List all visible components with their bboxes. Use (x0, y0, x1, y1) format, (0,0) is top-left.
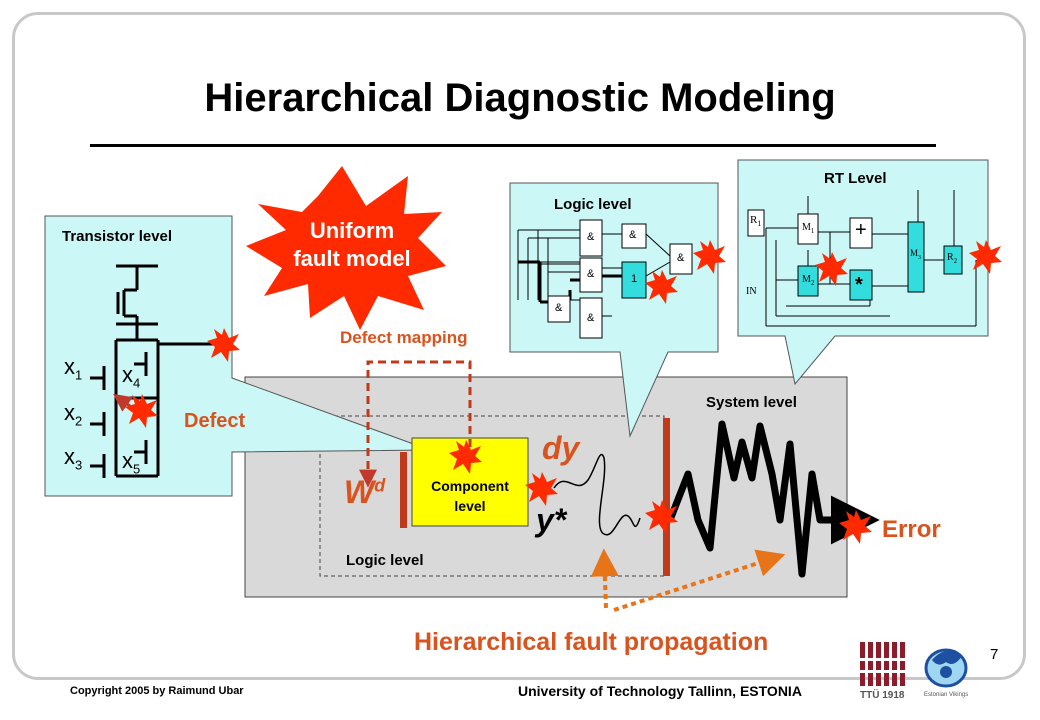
defect-label: Defect (184, 410, 246, 432)
rt-panel-title: RT Level (824, 170, 887, 187)
logo-caption-1: TTÜ 1918 (860, 690, 905, 701)
transistor-schematic (90, 264, 218, 478)
university-logo: TTÜ 1918 Estonian Vikings (858, 638, 974, 712)
gate-label-7: & (587, 312, 595, 324)
defect-mapping-arrow-left (359, 360, 472, 488)
rt-block-r1 (747, 209, 765, 237)
rt-block-multiplier (849, 269, 873, 301)
rt-block-r2 (943, 245, 963, 275)
logic-main-lines (518, 260, 622, 304)
transistor-panel (44, 215, 431, 497)
uniform-fault-label-1: Uniform (309, 218, 395, 243)
rt-label-m2: M2 (802, 274, 815, 287)
fault-burst-rt-mult (815, 252, 848, 286)
copyright-text: Copyright 2005 by Raimund Ubar (70, 685, 244, 697)
gate-label-5: & (677, 252, 685, 264)
rt-label-r2: R2 (947, 252, 958, 265)
logic-gate-5 (669, 243, 693, 275)
input-x2: x2 (64, 400, 83, 429)
fault-burst-error (839, 510, 872, 544)
gate-label-6: & (555, 302, 563, 314)
gate-label-2: & (629, 229, 637, 241)
rt-block-adder (849, 217, 873, 249)
component-label-1: Component (431, 478, 509, 494)
rt-block-m1 (797, 213, 819, 245)
logic-gate-or (621, 261, 647, 299)
component-label-2: level (454, 498, 486, 514)
input-x5: x5 (122, 448, 141, 477)
title-underline (90, 144, 936, 147)
fault-burst-transistor (207, 328, 240, 362)
fault-burst-logic-or (645, 270, 678, 304)
input-x3: x3 (64, 444, 83, 473)
defect-mapping-label: Defect mapping (340, 328, 468, 347)
fault-burst-logic-out (693, 240, 726, 274)
fault-burst-system-bar (645, 500, 678, 534)
logic-gate-1 (579, 219, 603, 257)
fault-burst-rt-out (969, 240, 1002, 274)
wd-label: Wd (344, 474, 386, 510)
rt-label-m1: M1 (802, 222, 815, 235)
fault-burst-component-top (449, 440, 482, 474)
gate-label-3: & (587, 268, 595, 280)
gate-label-or: 1 (631, 273, 638, 285)
input-x4: x4 (122, 362, 141, 391)
rt-block-m2 (797, 265, 819, 297)
logic-gate-3 (579, 257, 603, 293)
logic-panel (509, 182, 719, 438)
dy-label: dy (542, 430, 580, 466)
logo-graphic (860, 642, 968, 688)
university-text: University of Technology Tallinn, ESTONI… (518, 683, 802, 699)
small-waveform (553, 453, 641, 536)
fault-burst-defect (125, 394, 158, 428)
rt-block-m3 (907, 221, 925, 293)
gate-label-1: & (587, 231, 595, 243)
system-panel-title: System level (706, 394, 797, 411)
rt-label-m3: M3 (910, 248, 922, 261)
ystar-label: y* (536, 502, 567, 538)
large-waveform (666, 420, 836, 578)
propagation-label: Hierarchical fault propagation (414, 628, 769, 656)
rt-input-label: IN (746, 286, 757, 297)
rt-schematic (765, 190, 977, 327)
propagation-arrow-right (613, 549, 786, 612)
rt-label-r1: R1 (750, 214, 762, 229)
rt-adder-symbol: + (855, 219, 867, 241)
wd-bar (400, 452, 407, 528)
error-label: Error (882, 516, 941, 543)
propagation-arrow-up (590, 548, 619, 609)
logo-caption-2: Estonian Vikings (924, 692, 969, 698)
page-number: 7 (990, 646, 999, 663)
fault-burst-component-out (525, 472, 558, 506)
logic-gate-7 (579, 297, 603, 339)
input-x1: x1 (64, 354, 83, 383)
slide-title: Hierarchical Diagnostic Modeling (204, 76, 836, 120)
uniform-fault-burst (246, 166, 446, 330)
logic-gate-6 (547, 295, 571, 323)
uniform-fault-label-2: fault model (293, 246, 411, 271)
system-bar (663, 418, 670, 576)
transistor-panel-title: Transistor level (62, 228, 173, 245)
logic-gate-2 (621, 223, 647, 249)
rt-multiplier-symbol: * (855, 274, 863, 296)
logic-panel-title: Logic level (554, 196, 632, 213)
inner-logic-label: Logic level (346, 552, 424, 569)
